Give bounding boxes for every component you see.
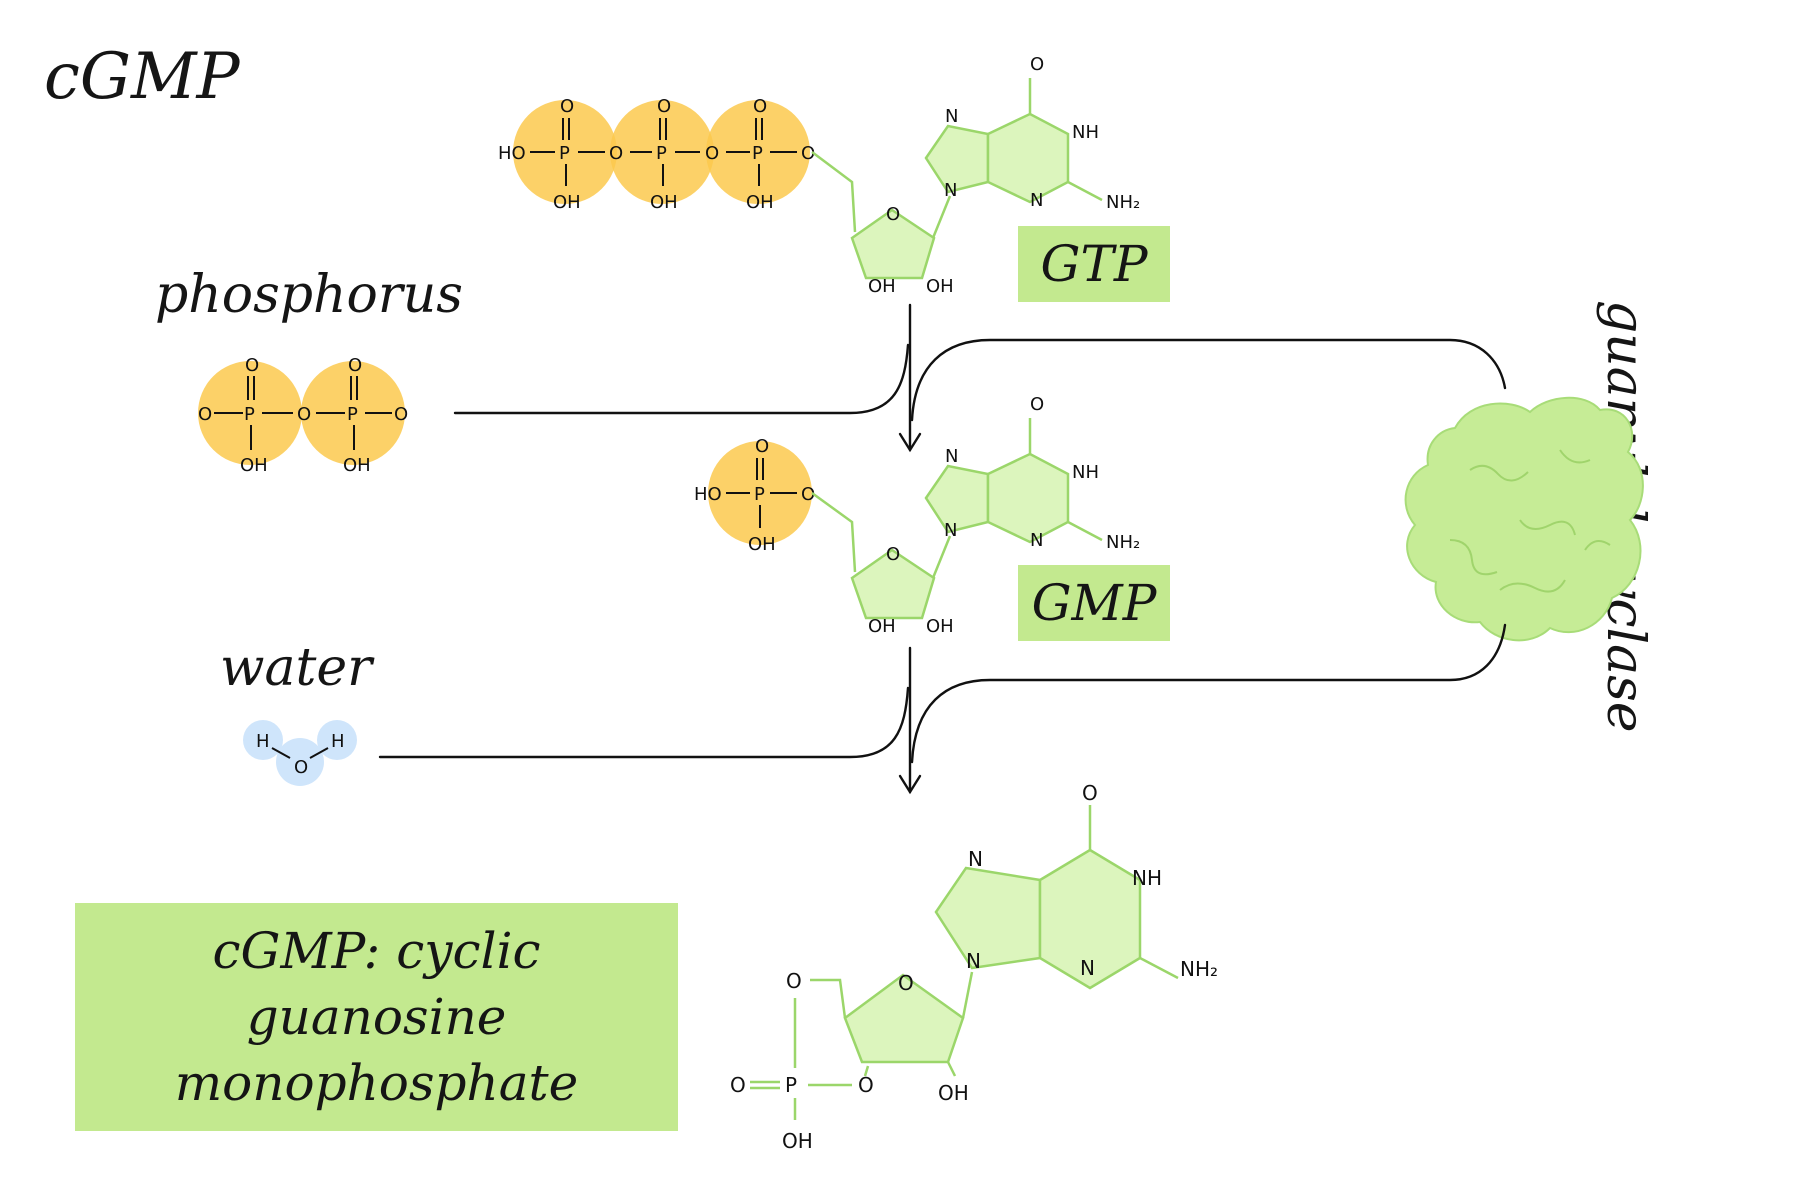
- arrow-enzyme-1: [910, 338, 1507, 422]
- atom-label: O: [705, 143, 719, 164]
- atom-label: O: [297, 404, 311, 425]
- gmp-tag: GMP: [1018, 565, 1170, 641]
- atom-label: O: [898, 971, 914, 995]
- atom-label: P: [752, 143, 763, 164]
- atom-label: O: [609, 143, 623, 164]
- atom-label: O: [245, 355, 259, 376]
- arrow-enzyme-2: [910, 623, 1507, 764]
- atom-label: OH: [746, 192, 774, 213]
- phosphate-circle-1: [198, 361, 302, 465]
- phosphate-circle: [708, 441, 812, 545]
- atom-label: OH: [926, 276, 954, 297]
- atom-label: H: [331, 731, 345, 752]
- phosphate-circle-2: [610, 100, 714, 204]
- atom-label: O: [730, 1073, 746, 1097]
- water-molecule: H H O: [243, 720, 357, 786]
- atom-label: O: [394, 404, 408, 425]
- atom-label: O: [886, 544, 900, 565]
- gtp-molecule: HO P P P O O O O O O OH OH OH O OH OH O …: [498, 54, 1140, 297]
- phosphate-circle-2: [301, 361, 405, 465]
- phosphate-circle-1: [513, 100, 617, 204]
- gmp-molecule: HO P O O OH O OH OH O N N NH N NH₂: [694, 394, 1140, 637]
- atom-label: O: [755, 436, 769, 457]
- atom-label: N: [944, 520, 957, 541]
- atom-label: O: [753, 96, 767, 117]
- atom-label: O: [886, 204, 900, 225]
- guanylyl-cyclase-enzyme: [1404, 396, 1644, 642]
- phosphate-circle-3: [706, 100, 810, 204]
- atom-label: P: [754, 484, 765, 505]
- h-atom-circle: [243, 720, 283, 760]
- atom-label: N: [944, 180, 957, 201]
- arrow-water: [378, 686, 910, 759]
- o-atom-circle: [276, 738, 324, 786]
- atom-label: NH₂: [1106, 532, 1140, 553]
- atom-label: N: [945, 106, 958, 127]
- atom-label: OH: [868, 276, 896, 297]
- atom-label: OH: [868, 616, 896, 637]
- atom-label: O: [560, 96, 574, 117]
- definition-line-2: monophosphate: [174, 1054, 579, 1112]
- atom-label: O: [1030, 394, 1044, 415]
- atom-label: P: [785, 1073, 797, 1097]
- atom-label: O: [348, 355, 362, 376]
- phosphorus-label: phosphorus: [155, 265, 463, 325]
- atom-label: N: [1030, 190, 1043, 211]
- atom-label: O: [198, 404, 212, 425]
- atom-label: H: [256, 731, 270, 752]
- atom-label: HO: [498, 143, 526, 164]
- atom-label: OH: [553, 192, 581, 213]
- atom-label: OH: [748, 534, 776, 555]
- atom-label: OH: [240, 455, 268, 476]
- pyrophosphate-molecule: O P O P O O O OH OH: [198, 355, 408, 476]
- atom-label: P: [559, 143, 570, 164]
- atom-label: OH: [782, 1129, 813, 1153]
- atom-label: N: [966, 949, 981, 973]
- water-label: water: [220, 638, 373, 698]
- atom-label: O: [1030, 54, 1044, 75]
- atom-label: N: [968, 847, 983, 871]
- atom-label: NH₂: [1106, 192, 1140, 213]
- arrow-pyrophosphate: [453, 343, 910, 415]
- atom-label: O: [294, 757, 308, 778]
- atom-label: OH: [343, 455, 371, 476]
- atom-label: NH: [1132, 866, 1162, 890]
- definition-line-1: cGMP: cyclic guanosine: [212, 922, 541, 1046]
- atom-label: P: [347, 404, 358, 425]
- cgmp-molecule: O O P O O OH OH O N N NH N NH₂: [730, 781, 1218, 1153]
- reaction-arrows: [378, 303, 1507, 795]
- atom-label: O: [786, 969, 802, 993]
- h-atom-circle: [317, 720, 357, 760]
- atom-label: P: [244, 404, 255, 425]
- atom-label: O: [657, 96, 671, 117]
- atom-label: OH: [926, 616, 954, 637]
- page-title: cGMP: [44, 40, 240, 114]
- atom-label: O: [858, 1073, 874, 1097]
- atom-label: NH: [1072, 462, 1099, 483]
- atom-label: P: [656, 143, 667, 164]
- atom-label: O: [801, 143, 815, 164]
- atom-label: NH₂: [1180, 957, 1218, 981]
- atom-label: OH: [650, 192, 678, 213]
- atom-label: HO: [694, 484, 722, 505]
- atom-label: N: [1030, 530, 1043, 551]
- atom-label: O: [801, 484, 815, 505]
- atom-label: N: [1080, 956, 1095, 980]
- cgmp-definition-box: cGMP: cyclic guanosine monophosphate: [75, 903, 678, 1131]
- atom-label: OH: [938, 1081, 969, 1105]
- gtp-tag: GTP: [1018, 226, 1170, 302]
- atom-label: N: [945, 446, 958, 467]
- atom-label: O: [1082, 781, 1098, 805]
- atom-label: NH: [1072, 122, 1099, 143]
